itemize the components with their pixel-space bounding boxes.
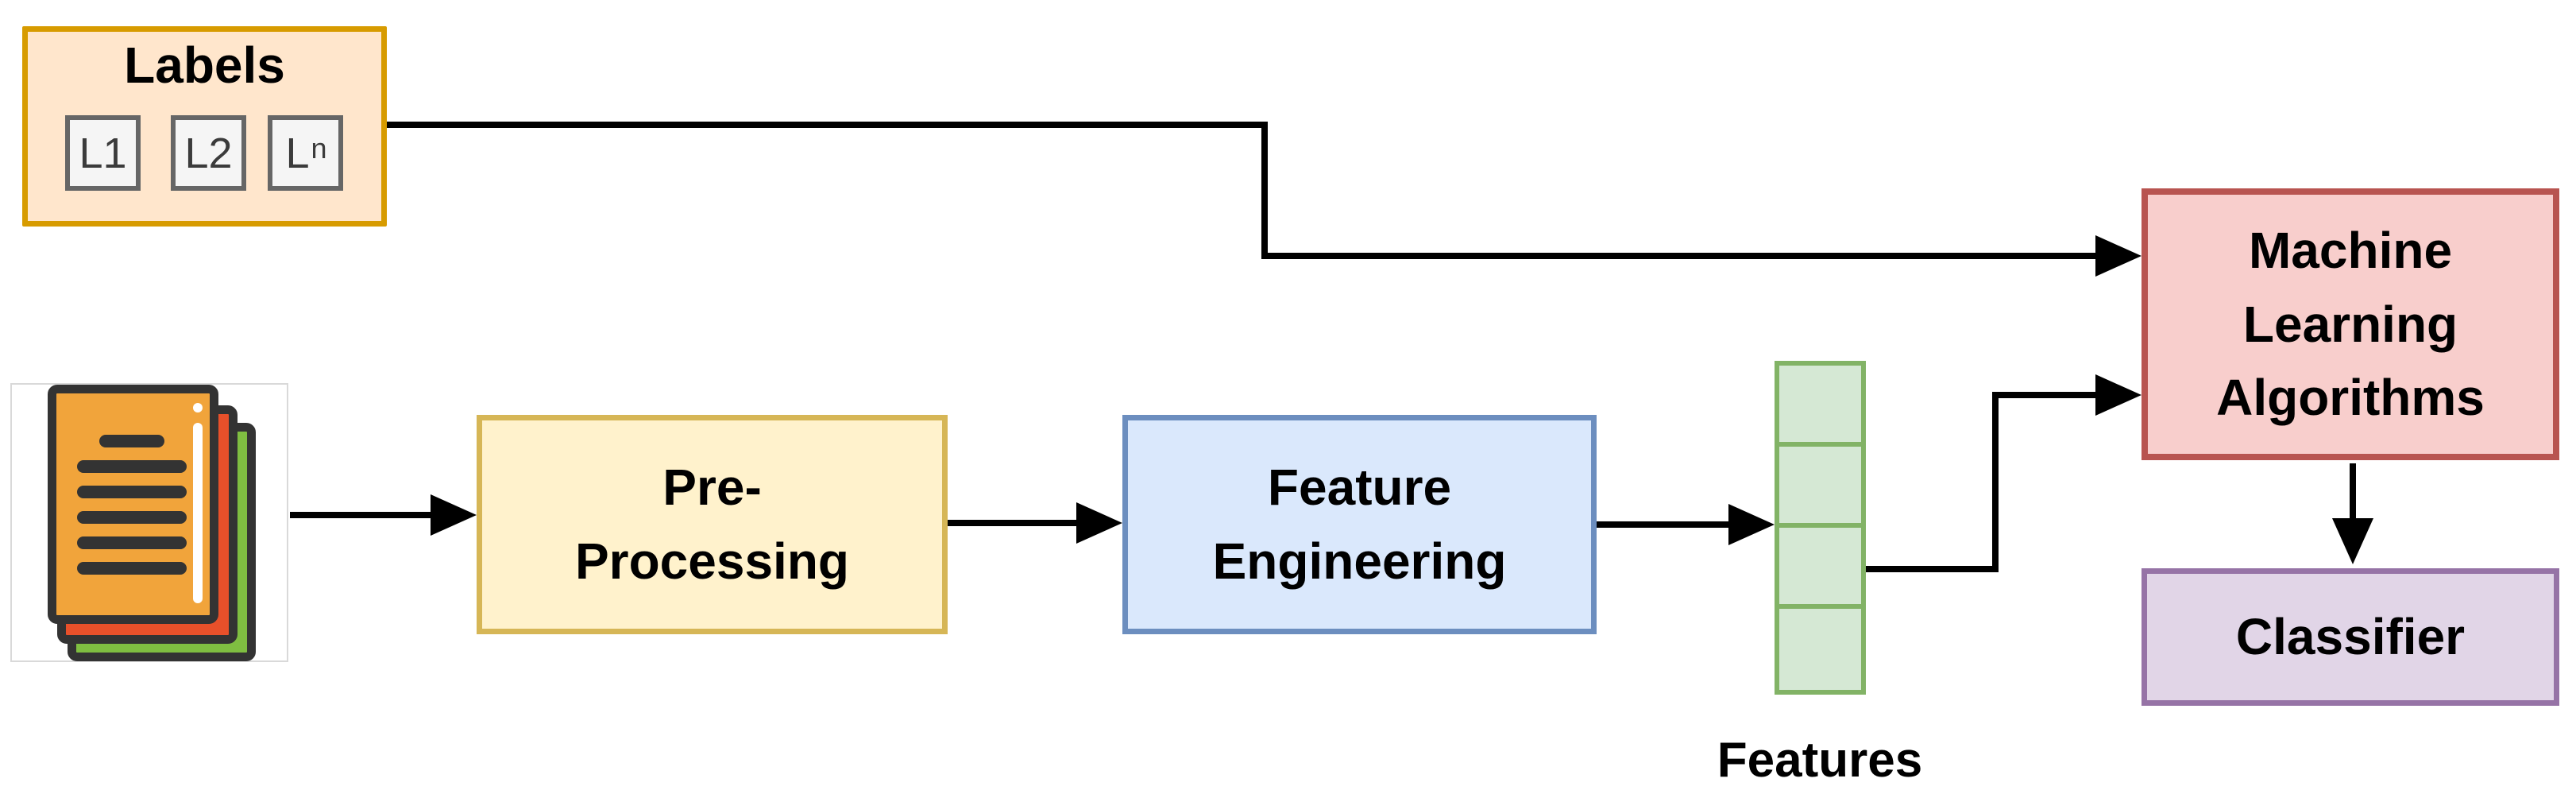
document-text-line (77, 562, 187, 575)
classifier-label: Classifier (2235, 608, 2466, 666)
label-chip-l1: L1 (65, 115, 141, 191)
document-margin-dot (193, 403, 203, 412)
label-chip-ln-superscript: n (311, 131, 327, 165)
label-chip-l2-text: L2 (184, 129, 233, 177)
arrowhead-down-icon (2332, 518, 2373, 564)
features-to-ml-connector-segment (1992, 392, 2097, 398)
arrowhead-right-icon (2095, 235, 2142, 277)
labels-to-ml-connector-segment (387, 122, 1268, 128)
documents-to-preprocessing-connector (290, 512, 432, 518)
document-text-line (77, 460, 187, 473)
arrowhead-right-icon (1728, 504, 1775, 545)
preprocessing-box: Pre- Processing (477, 415, 948, 634)
feature-engineering-box: Feature Engineering (1122, 415, 1597, 634)
features-cell-divider (1779, 604, 1861, 609)
document-text-line (77, 536, 187, 549)
features-cell-divider (1779, 523, 1861, 528)
classifier-box: Classifier (2142, 568, 2559, 706)
machine-learning-algorithms-box: Machine Learning Algorithms (2142, 188, 2559, 460)
features-label: Features (1717, 733, 1923, 788)
machine-learning-algorithms-label: Machine Learning Algorithms (2216, 221, 2485, 427)
document-text-line (99, 435, 164, 447)
feature-engineering-label: Feature Engineering (1212, 459, 1507, 590)
ml-to-classifier-connector (2350, 463, 2356, 523)
document-text-line (77, 486, 187, 498)
documents-stack-icon (10, 383, 288, 662)
arrowhead-right-icon (431, 494, 477, 536)
features-to-ml-connector-segment (1866, 566, 1999, 572)
label-chip-l1-text: L1 (79, 129, 127, 177)
document-page-front-icon (48, 385, 218, 624)
preprocessing-to-feature-engineering-connector (948, 520, 1078, 526)
label-chip-ln-text: L (285, 129, 310, 177)
feature-engineering-to-features-connector (1597, 521, 1730, 528)
label-chip-l2: L2 (171, 115, 246, 191)
document-margin-line (193, 423, 203, 603)
arrowhead-right-icon (1076, 502, 1122, 544)
features-to-ml-connector-segment (1992, 392, 1999, 572)
labels-to-ml-connector-segment (1261, 122, 1268, 259)
labels-box-title: Labels (124, 37, 285, 94)
features-cell-divider (1779, 442, 1861, 447)
features-vector (1775, 361, 1866, 695)
arrowhead-right-icon (2095, 374, 2142, 416)
document-text-line (77, 511, 187, 524)
preprocessing-label: Pre- Processing (574, 459, 850, 590)
labels-to-ml-connector-segment (1261, 253, 2097, 259)
